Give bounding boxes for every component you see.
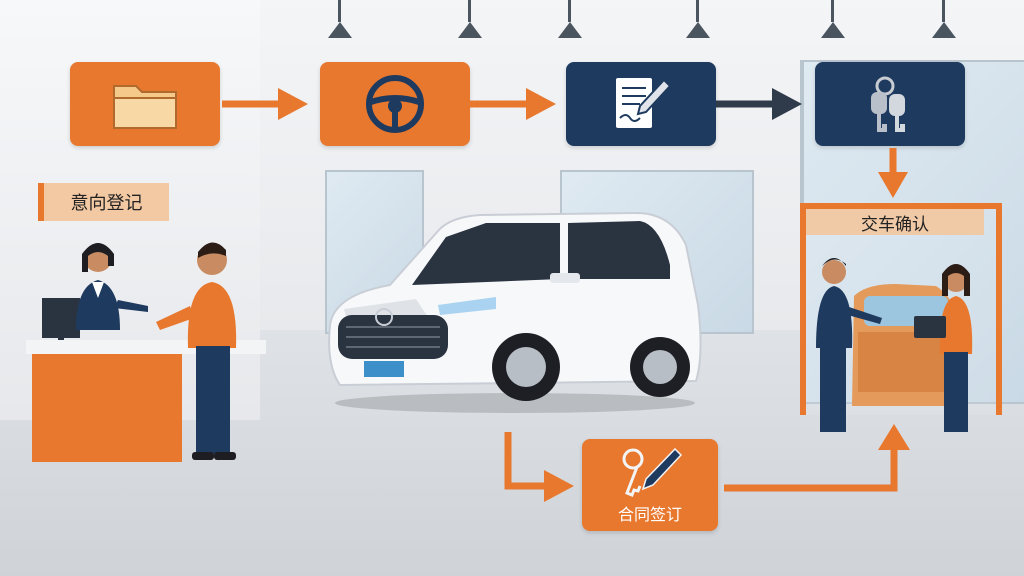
key-pen-icon	[622, 447, 683, 497]
contract-signing-box: 合同签订	[582, 439, 718, 531]
step-test-drive	[320, 62, 470, 146]
contract-signing-label: 合同签订	[617, 505, 682, 524]
folder-icon	[113, 85, 177, 129]
ceiling-lamps	[328, 0, 956, 38]
step-contract	[566, 62, 716, 146]
delivery-scene	[816, 258, 973, 432]
reception-scene	[26, 242, 266, 462]
suv-car	[328, 211, 702, 413]
step-intent-registration	[70, 62, 220, 146]
step-key-handover	[815, 62, 965, 146]
intent-registration-label: 意向登记	[38, 183, 169, 221]
steering-wheel-icon	[366, 75, 424, 133]
car-keys-icon	[871, 76, 905, 132]
delivery-confirmation-label: 交车确认	[806, 209, 984, 235]
contract-pen-icon	[616, 78, 672, 128]
